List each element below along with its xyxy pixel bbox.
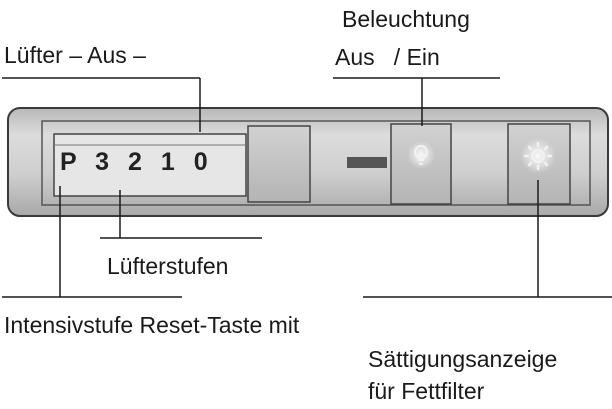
label-intensive-reset: Intensivstufe Reset-Taste mit (4, 312, 300, 338)
filter-saturation-icon (520, 138, 556, 174)
panel-inner-frame (41, 120, 591, 206)
label-grease-filter: für Fettfilter (368, 378, 485, 404)
display-window (53, 133, 247, 197)
light-bulb-icon (407, 141, 435, 169)
label-fan-levels: Lüfterstufen (107, 253, 229, 279)
indicator-bar (347, 157, 387, 168)
label-lighting-title: Beleuchtung (342, 6, 470, 32)
fan-off-button[interactable] (247, 125, 311, 203)
label-lighting-states: Aus / Ein (335, 44, 440, 70)
display-fan-levels-text: P 3 2 1 0 (60, 148, 214, 176)
leader-lines (2, 77, 612, 298)
label-fan-off: Lüfter – Aus – (4, 42, 146, 68)
label-saturation: Sättigungsanzeige (368, 346, 558, 372)
